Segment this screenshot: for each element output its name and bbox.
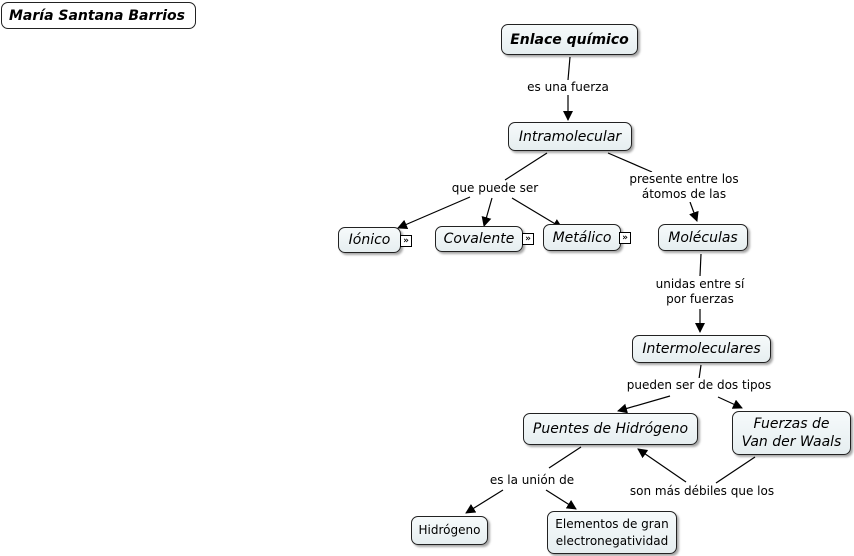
link-presente-entre: presente entre los átomos de las [626,172,742,202]
expand-metalico-icon[interactable]: » [619,232,631,244]
concept-intramolecular[interactable]: Intramolecular [508,122,632,151]
expand-ionico-icon[interactable]: » [400,235,412,247]
concept-hidrogeno[interactable]: Hidrógeno [411,516,488,545]
concept-covalente[interactable]: Covalente [435,226,523,252]
concept-van-der-waals[interactable]: Fuerzas de Van der Waals [732,411,851,455]
link-es-la-union: es la unión de [485,473,579,488]
link-unidas-entre: unidas entre sí por fuerzas [648,277,752,307]
concept-moleculas[interactable]: Moléculas [658,224,748,251]
link-que-puede-ser: que puede ser [449,181,541,196]
concept-intermoleculares[interactable]: Intermoleculares [632,335,771,363]
concept-ionico[interactable]: Iónico [338,227,401,253]
concept-metalico[interactable]: Metálico [543,224,621,251]
concept-puentes-hidrogeno[interactable]: Puentes de Hidrógeno [523,413,698,445]
concept-enlace-quimico[interactable]: Enlace químico [501,24,638,55]
author-label: María Santana Barrios [1,2,196,29]
expand-covalente-icon[interactable]: » [522,233,534,245]
link-pueden-ser: pueden ser de dos tipos [625,378,773,393]
link-es-una-fuerza: es una fuerza [525,80,611,95]
link-son-mas-debiles: son más débiles que los [627,484,777,499]
concept-elementos-electronegatividad[interactable]: Elementos de gran electronegatividad [547,511,677,554]
